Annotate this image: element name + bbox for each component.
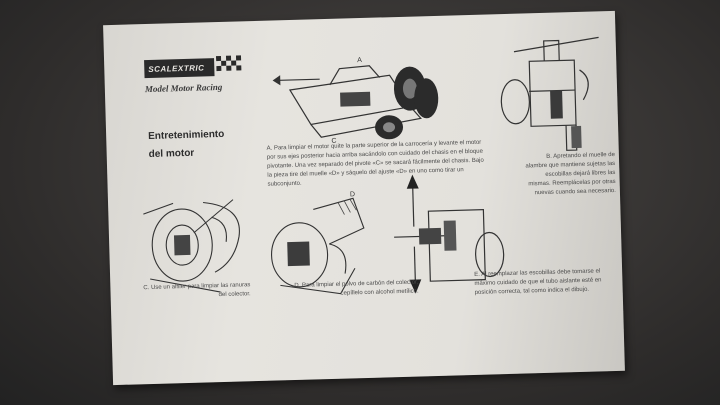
brand-tagline: Model Motor Racing: [144, 81, 223, 95]
brush-spring-illustration: [500, 36, 599, 151]
section-title-line-2: del motor: [148, 147, 195, 160]
label-d: D: [350, 191, 355, 198]
instruction-c: C. Use un alfiler para limpiar las ranur…: [143, 282, 251, 299]
instruction-e: E. Al reemplazar las escobillas debe tom…: [474, 268, 602, 296]
instruction-b: B. Apretando el muelle de alambre que ma…: [525, 151, 616, 197]
instruction-a: A. Para limpiar el motor quite la parte …: [266, 139, 484, 188]
instruction-d: D. Para limpiar el polvo de carbón del c…: [294, 279, 419, 297]
instruction-leaflet: SCALEXTRIC Model Motor Racing Entretenim…: [103, 10, 625, 386]
section-title: Entretenimiento del motor: [148, 126, 225, 164]
motor-removal-illustration: A C: [272, 57, 439, 145]
section-title-line-1: Entretenimiento: [148, 128, 225, 142]
label-a: A: [357, 57, 362, 64]
commutator-pin-illustration: [143, 199, 240, 293]
label-c: C: [331, 138, 336, 145]
brush-replacement-illustration: [394, 174, 505, 294]
brand-logo: SCALEXTRIC: [144, 58, 215, 79]
checkered-flag-icon: [215, 55, 242, 72]
commutator-brush-illustration: D: [271, 191, 365, 295]
